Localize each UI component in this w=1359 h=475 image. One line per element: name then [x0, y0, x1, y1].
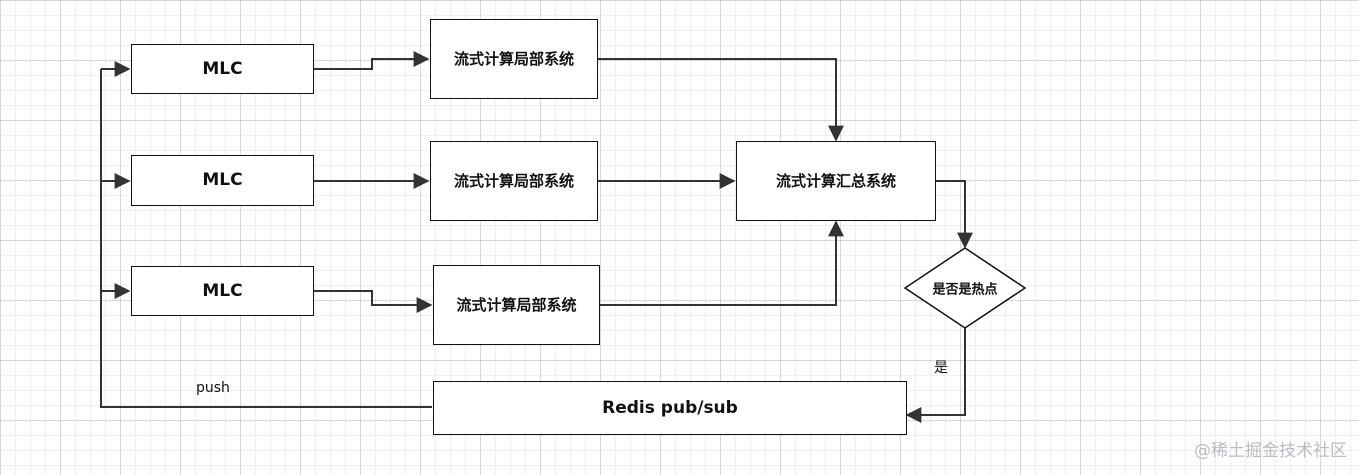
- local-system-node-1: 流式计算局部系统: [430, 19, 598, 99]
- edge-local3-summary: [600, 220, 844, 306]
- decision-diamond: [903, 247, 1027, 329]
- mlc-node-2-label: MLC: [202, 170, 243, 190]
- redis-pubsub-node: Redis pub/sub: [433, 381, 907, 435]
- local-system-node-3-label: 流式计算局部系统: [456, 295, 577, 314]
- decision-label: 是否是热点: [932, 282, 998, 298]
- mlc-node-3-label: MLC: [202, 280, 243, 301]
- edge-mlc3-local3: [314, 290, 433, 313]
- mlc-node-3: MLC: [131, 266, 314, 316]
- watermark-text: @稀土掘金技术社区: [1194, 441, 1347, 461]
- local-system-node-2: 流式计算局部系统: [430, 141, 598, 221]
- mlc-node-2: MLC: [131, 155, 314, 206]
- edge-label-push: push: [196, 380, 230, 396]
- redis-pubsub-node-label: Redis pub/sub: [602, 397, 738, 418]
- edge-mlc1-local1: [314, 51, 430, 70]
- local-system-node-1-label: 流式计算局部系统: [453, 49, 574, 68]
- summary-system-node-label: 流式计算汇总系统: [775, 171, 896, 190]
- mlc-node-1-label: MLC: [202, 58, 243, 79]
- edge-label-yes: 是: [934, 360, 948, 376]
- summary-system-node: 流式计算汇总系统: [736, 141, 936, 221]
- edge-summary-decision: [936, 180, 973, 249]
- edge-redis-feedback: [100, 69, 432, 408]
- edge-local1-summary: [598, 58, 844, 142]
- local-system-node-2-label: 流式计算局部系统: [453, 171, 574, 190]
- edge-decision-redis: [905, 328, 966, 423]
- local-system-node-3: 流式计算局部系统: [433, 265, 600, 345]
- mlc-node-1: MLC: [131, 44, 314, 94]
